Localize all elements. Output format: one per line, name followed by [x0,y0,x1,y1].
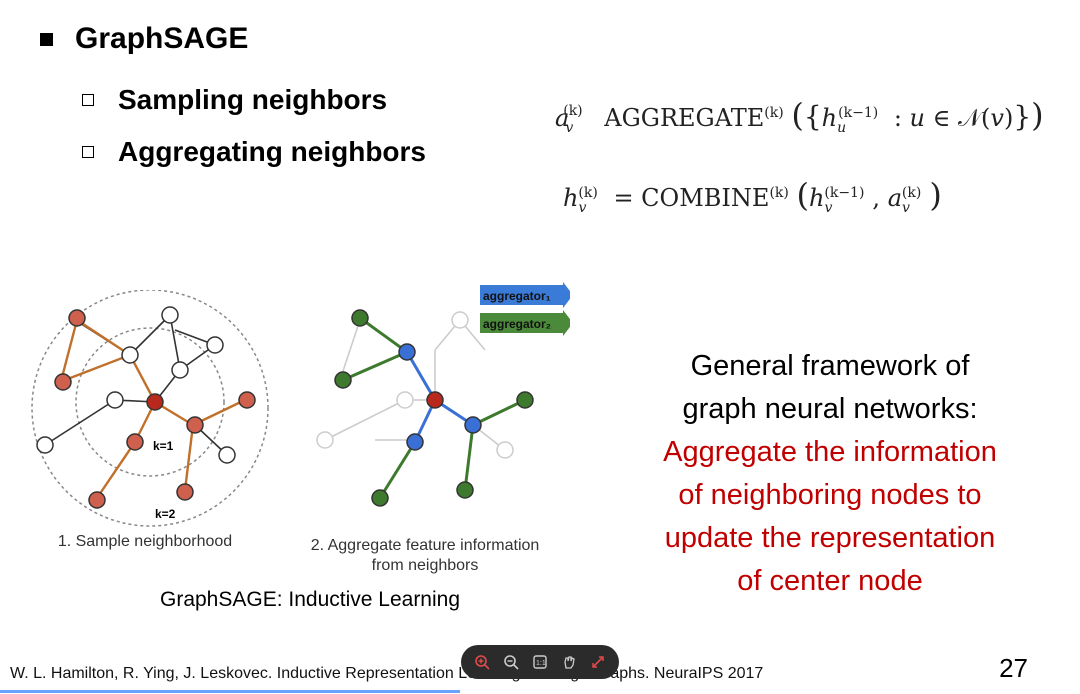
aggregator2-bar [480,313,565,333]
slide-title: GraphSAGE [40,22,248,56]
bullet-square-icon [40,32,53,46]
bullet-sampling: Sampling neighbors [82,84,387,116]
bullet-aggregating: Aggregating neighbors [82,136,426,168]
sample-neighborhood-diagram: k=1 k=2 [31,290,269,527]
framework-text: General framework of graph neural networ… [663,350,997,597]
zoom-out-icon[interactable] [500,651,522,673]
zoom-in-icon[interactable] [471,651,493,673]
collapse-icon[interactable] [587,651,609,673]
fig2-caption: 2. Aggregate feature information from ne… [310,537,540,574]
aggregate-formula: av(k) AGGREGATE(k) ({hu(k−1) : u ∈ 𝒩(v)}… [555,96,1044,136]
aggregate-diagram: aggregator₁ aggregator₂ [316,282,570,507]
pan-hand-icon[interactable] [558,651,580,673]
k2-label: k=2 [155,507,176,521]
hollow-square-icon [82,146,94,158]
fit-page-icon[interactable]: 1:1 [529,651,551,673]
aggregator2-label: aggregator₂ [483,317,551,331]
combine-formula: hv(k) = COMBINE(k) (hv(k−1), av(k)) [563,176,942,216]
page-number: 27 [999,653,1028,683]
aggregator1-bar [480,285,565,305]
reference-text: W. L. Hamilton, R. Ying, J. Leskovec. In… [10,665,764,682]
aggregator1-label: aggregator₁ [483,289,551,303]
link-underline [0,690,460,693]
k1-label: k=1 [153,439,174,453]
svg-text:1:1: 1:1 [536,660,546,667]
bottom-caption: GraphSAGE: Inductive Learning [160,588,461,611]
viewer-toolbar: 1:1 [461,645,619,679]
fig1-caption: 1. Sample neighborhood [57,533,233,550]
hollow-square-icon [82,94,94,106]
